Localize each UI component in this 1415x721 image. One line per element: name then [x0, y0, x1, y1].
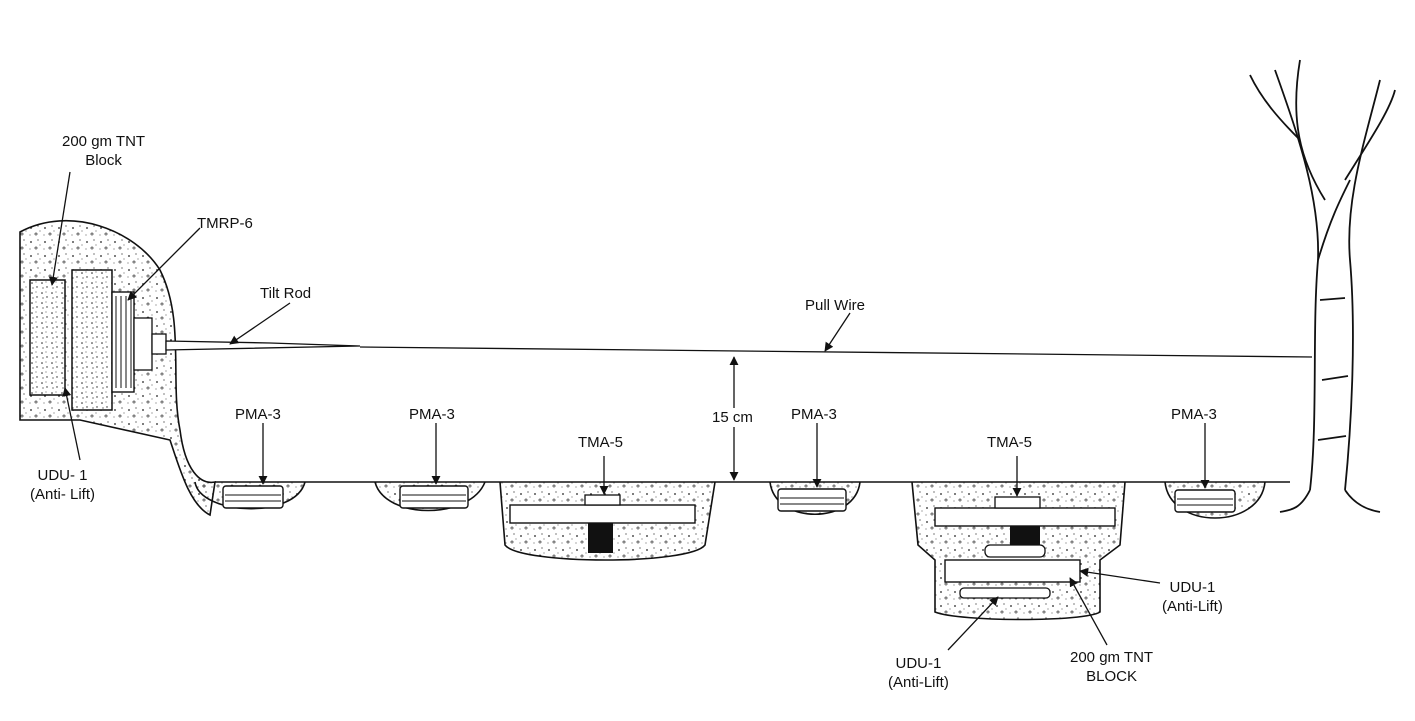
leader-udu1-right — [1079, 567, 1161, 584]
label-pma3-1: PMA-3 — [235, 406, 281, 423]
leader-tmrp6 — [127, 227, 201, 301]
label-pull-wire: Pull Wire — [805, 297, 866, 314]
label-pma3-3: PMA-3 — [791, 406, 837, 423]
leader-tnt-top — [48, 171, 71, 286]
tmrp6-housing — [71, 269, 113, 411]
label-udu1-bottom: UDU-1 (Anti-Lift) — [888, 655, 949, 691]
label-15cm: 15 cm — [712, 408, 753, 427]
leader-tnt-bottom — [1069, 577, 1108, 646]
label-pma3-2: PMA-3 — [409, 406, 455, 423]
label-tma5-2: TMA-5 — [987, 434, 1032, 451]
label-pma3-4: PMA-3 — [1171, 406, 1217, 423]
udu1-box — [944, 559, 1081, 583]
label-tmrp6: TMRP-6 — [197, 215, 253, 232]
leader-tilt-rod — [229, 302, 291, 345]
leader-udu1-left — [62, 387, 81, 461]
udu1-left-box — [29, 279, 66, 396]
tilt-rod — [165, 340, 361, 351]
label-tnt-block-top: 200 gm TNT Block — [62, 133, 146, 169]
label-udu1-left: UDU- 1 (Anti- Lift) — [30, 467, 96, 503]
leader-pull-wire — [824, 312, 851, 352]
tree-drawing — [1249, 59, 1396, 513]
label-udu1-right: UDU-1 (Anti-Lift) — [1162, 579, 1223, 615]
leader-udu1-bottom — [947, 596, 999, 651]
label-tilt-rod: Tilt Rod — [260, 285, 312, 302]
label-tma5-1: TMA-5 — [578, 434, 623, 451]
tmrp6-fuze — [133, 317, 153, 371]
label-tnt-block-bottom: 200 gm TNT BLOCK — [1070, 649, 1154, 685]
pull-wire — [359, 346, 1313, 358]
